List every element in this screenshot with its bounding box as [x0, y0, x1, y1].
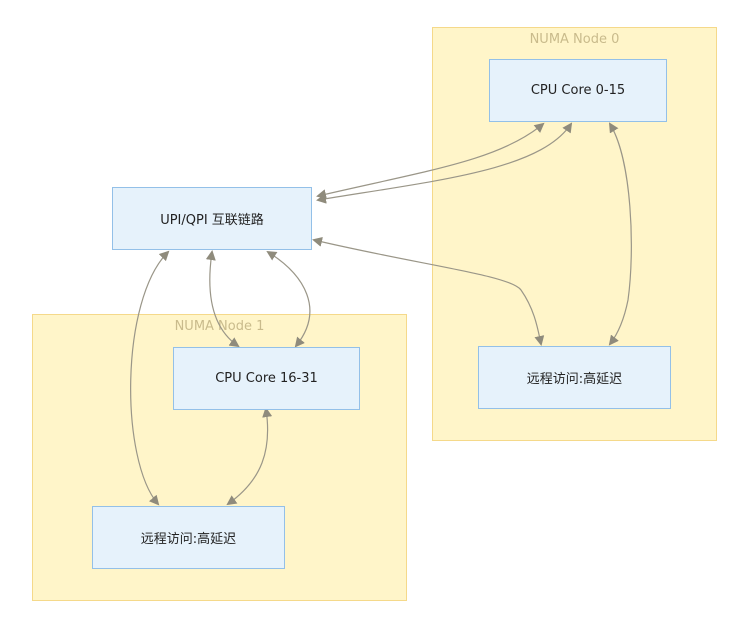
- remote-access-label-1: 远程访问:高延迟: [140, 532, 237, 547]
- interconnect-node: UPI/QPI 互联链路: [112, 187, 312, 250]
- remote-access-node-0: 远程访问:高延迟: [478, 346, 671, 409]
- cpu-core-0-15-node: CPU Core 0-15: [489, 59, 667, 122]
- numa-node-0-label: NUMA Node 0: [529, 32, 620, 47]
- cpu-core-16-31-node: CPU Core 16-31: [173, 347, 360, 410]
- remote-access-node-1: 远程访问:高延迟: [92, 506, 285, 569]
- interconnect-label: UPI/QPI 互联链路: [160, 213, 264, 228]
- cpu-core-0-15-label: CPU Core 0-15: [530, 83, 626, 98]
- numa-node-1-label: NUMA Node 1: [174, 319, 265, 334]
- remote-access-label-0: 远程访问:高延迟: [526, 372, 623, 387]
- cpu-core-16-31-label: CPU Core 16-31: [215, 371, 318, 386]
